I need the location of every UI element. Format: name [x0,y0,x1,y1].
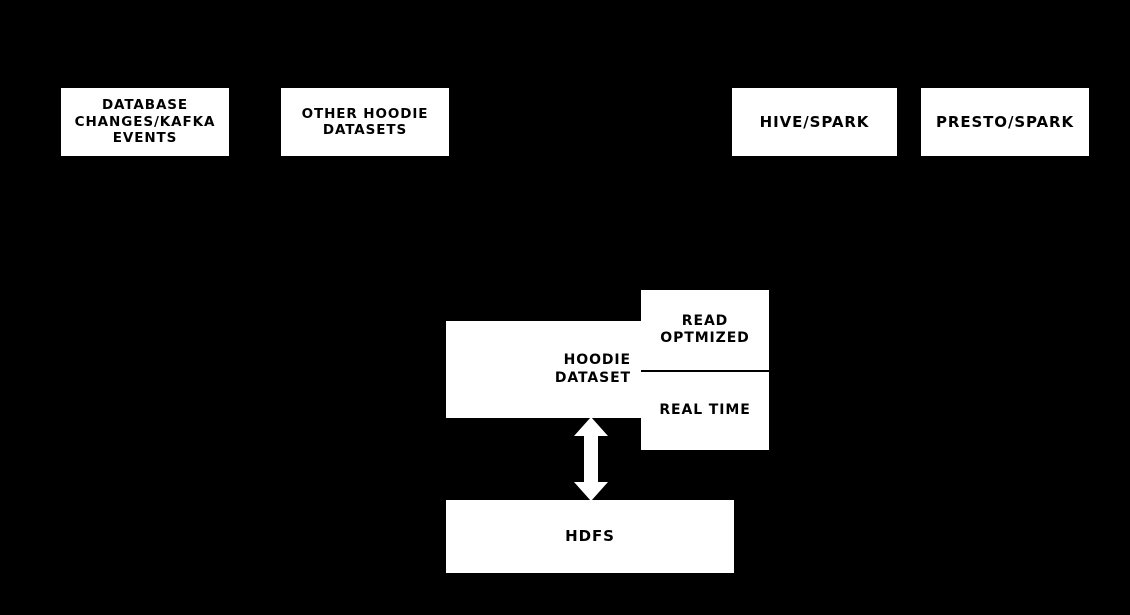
double-headed-arrow-icon [569,416,613,502]
node-label: HDFS [565,527,615,546]
node-other-hoodie-datasets: Other Hoodie Datasets [281,88,449,156]
node-read-optimized-view: Read Optmized [641,290,769,370]
node-hoodie-dataset: Hoodie Dataset [446,321,641,418]
node-database-changes-kafka-events: Database Changes/Kafka Events [61,88,229,156]
node-hive-spark: Hive/Spark [732,88,897,156]
node-hdfs: HDFS [446,500,734,573]
node-label: Hoodie Dataset [554,352,631,386]
node-label: Real Time [659,402,751,419]
node-label: Read Optmized [660,312,750,346]
node-real-time-view: Real Time [641,370,769,450]
node-label: Other Hoodie Datasets [301,105,429,138]
node-presto-spark: Presto/Spark [921,88,1089,156]
node-label: Presto/Spark [935,112,1075,131]
node-label: Database Changes/Kafka Events [74,97,216,147]
node-label: Hive/Spark [759,112,870,131]
